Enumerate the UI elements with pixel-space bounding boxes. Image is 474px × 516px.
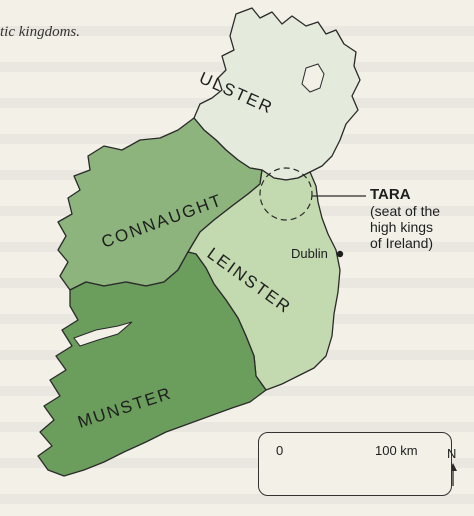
north-label: N xyxy=(447,446,457,461)
scale-box: 0 100 km xyxy=(258,432,452,496)
dublin-marker xyxy=(336,250,344,258)
region-ulster xyxy=(193,7,361,181)
tara-callout: TARA (seat of the high kings of Ireland) xyxy=(370,186,441,252)
label-dublin: Dublin xyxy=(291,246,328,261)
region-munster xyxy=(37,251,267,477)
scale-max-label: 100 km xyxy=(375,443,418,458)
tara-desc-line3: of Ireland) xyxy=(370,235,434,251)
map-caption: tic kingdoms. xyxy=(0,24,80,40)
tara-circle xyxy=(259,167,313,221)
tara-desc-line2: high kings xyxy=(370,219,434,235)
tara-title: TARA xyxy=(370,186,411,203)
lough-neagh xyxy=(301,63,325,93)
scale-zero-label: 0 xyxy=(276,443,284,458)
region-leinster xyxy=(187,169,341,391)
shannon-estuary xyxy=(73,321,133,347)
tara-desc-line1: (seat of the xyxy=(370,203,441,219)
